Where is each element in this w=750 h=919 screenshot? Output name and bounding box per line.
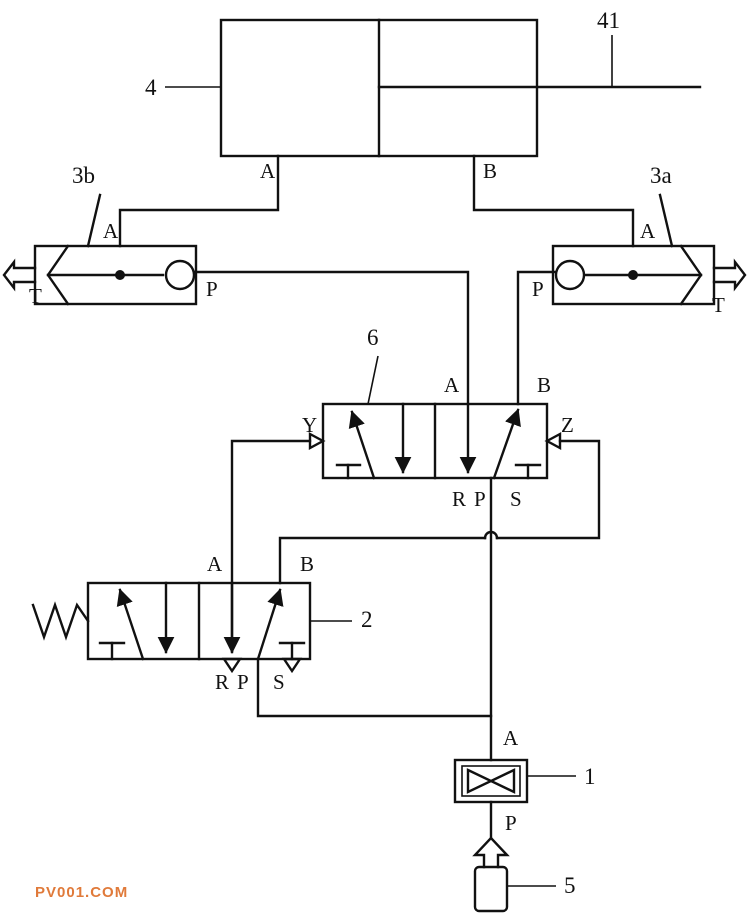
- line-3b-to-6a: [192, 270, 470, 406]
- line-cyl-a: [118, 154, 280, 248]
- label-valve2: 2: [361, 607, 373, 632]
- source-5: [472, 836, 556, 913]
- port-ck-left-p: P: [206, 277, 218, 301]
- port-ck-left-a: A: [103, 219, 119, 243]
- label-valve1: 1: [584, 764, 596, 789]
- port-v2-b: B: [300, 552, 314, 576]
- valve-1: [453, 758, 576, 840]
- line-cyl-b: [472, 154, 635, 248]
- port-v1-a: A: [503, 726, 519, 750]
- line-supply-to-2: [256, 657, 493, 718]
- line-pilot-z-a: [495, 439, 601, 540]
- line-pilot-z-b: [278, 536, 487, 585]
- label-source: 5: [564, 873, 576, 898]
- port-v6-p: P: [474, 487, 486, 511]
- port-ck-right-t: T: [712, 293, 725, 317]
- port-v2-r: R: [215, 670, 229, 694]
- label-rod: 41: [597, 8, 620, 33]
- port-v2-s: S: [273, 670, 285, 694]
- port-v6-a: A: [444, 373, 460, 397]
- port-v6-b: B: [537, 373, 551, 397]
- port-ck-left-t: T: [29, 284, 42, 308]
- line-pilot-y: [230, 439, 312, 653]
- label-valve6: 6: [367, 325, 379, 350]
- label-check-left: 3b: [72, 163, 95, 188]
- valve-3a: [551, 193, 747, 306]
- port-v2-a: A: [207, 552, 223, 576]
- label-check-right: 3a: [650, 163, 672, 188]
- port-v6-y: Y: [302, 413, 317, 437]
- valve-3b: [2, 193, 198, 306]
- line-3a-to-6b: [516, 270, 557, 406]
- port-v6-z: Z: [561, 413, 574, 437]
- cylinder-4: [165, 18, 702, 158]
- watermark-text: PV001.COM: [35, 884, 128, 901]
- port-cyl-a: A: [260, 159, 276, 183]
- port-ck-right-a: A: [640, 219, 656, 243]
- port-v2-p: P: [237, 670, 249, 694]
- valve-2: [31, 581, 352, 674]
- port-v6-s: S: [510, 487, 522, 511]
- port-ck-right-p: P: [532, 277, 544, 301]
- port-cyl-b: B: [483, 159, 497, 183]
- port-v1-p: P: [505, 811, 517, 835]
- port-v6-r: R: [452, 487, 466, 511]
- label-cylinder: 4: [145, 75, 157, 100]
- valve-6: [308, 355, 562, 480]
